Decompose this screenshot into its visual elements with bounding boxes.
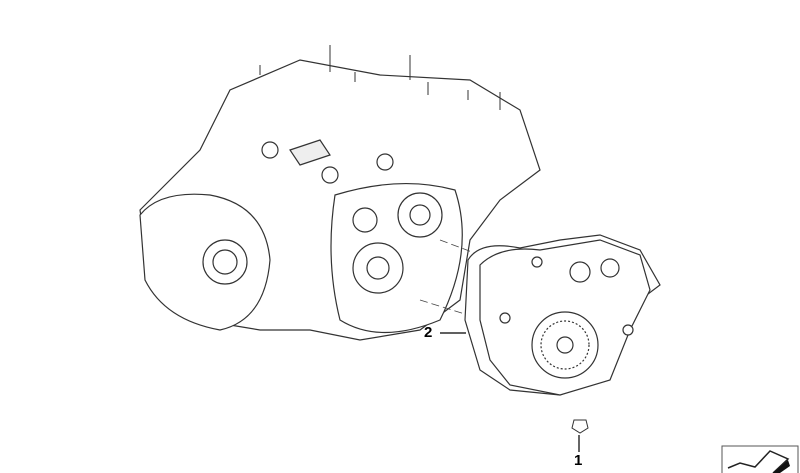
callout-number-2[interactable]: 2 (424, 324, 433, 341)
callout-number-1[interactable]: 1 (574, 452, 583, 469)
pump-assembly (464, 234, 661, 396)
engine-housing (139, 45, 541, 341)
nut (571, 419, 589, 434)
catalog-part-icon[interactable] (721, 445, 799, 473)
